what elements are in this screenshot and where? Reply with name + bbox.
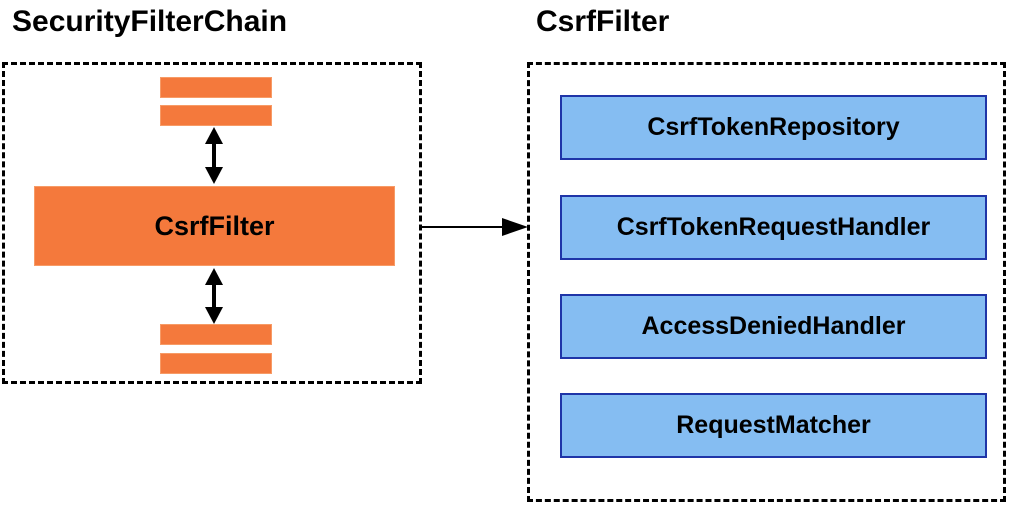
filter-placeholder-bar — [160, 105, 272, 126]
component-label: RequestMatcher — [676, 411, 871, 439]
security-filter-chain-boundary — [2, 62, 422, 384]
component-box-request-matcher: RequestMatcher — [541, 393, 987, 477]
component-label: AccessDeniedHandler — [641, 312, 906, 340]
filter-placeholder-bar — [160, 353, 272, 374]
component-box-csrf-token-repository: CsrfTokenRepository — [541, 95, 987, 179]
csrf-filter-title: CsrfFilter — [536, 5, 670, 38]
csrf-filter-boundary — [527, 62, 1006, 502]
right-arrow-icon — [422, 218, 528, 236]
component-box-csrf-token-request-handler: CsrfTokenRequestHandler — [541, 195, 987, 279]
security-filter-chain-title: SecurityFilterChain — [12, 5, 288, 38]
component-label: CsrfTokenRepository — [647, 113, 900, 141]
component-label: CsrfTokenRequestHandler — [616, 213, 931, 241]
csrf-filter-box-label: CsrfFilter — [154, 210, 275, 241]
filter-placeholder-bar — [160, 324, 272, 345]
bidirectional-arrow-icon — [205, 268, 223, 324]
component-box-access-denied-handler: AccessDeniedHandler — [541, 294, 987, 378]
csrf-filter-box: CsrfFilter — [14, 186, 395, 286]
bidirectional-arrow-icon — [205, 127, 223, 184]
filter-placeholder-bar — [160, 77, 272, 98]
